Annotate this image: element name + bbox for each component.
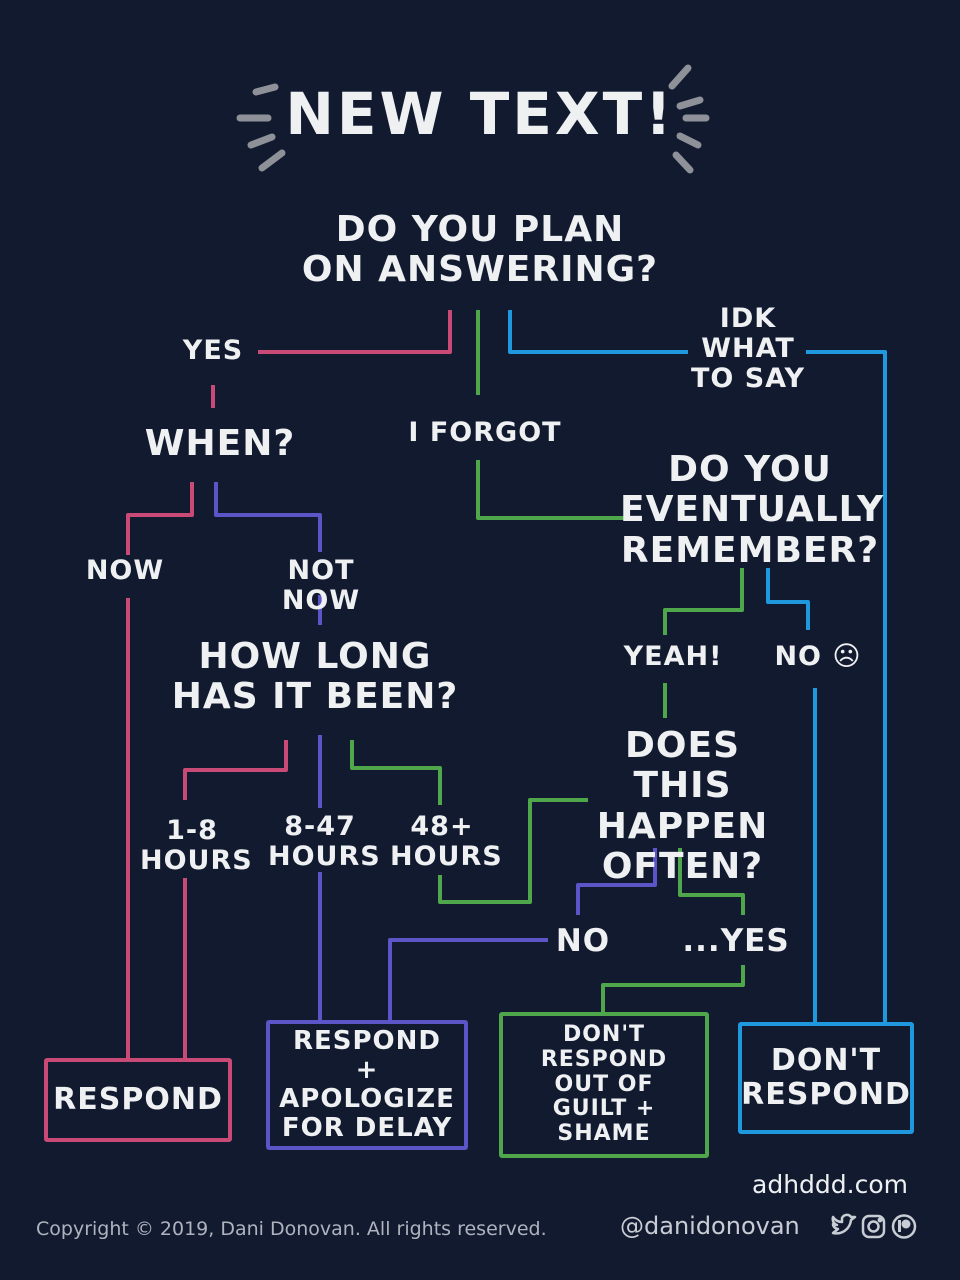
no-to-apologize-connector bbox=[388, 938, 548, 1020]
idk-to-dont-respond-connector bbox=[806, 350, 887, 1022]
yes-connector bbox=[258, 310, 452, 354]
question-how-long: HOW LONG HAS IT BEEN? bbox=[171, 636, 459, 718]
yeah-connector bbox=[663, 568, 744, 635]
instagram-icon bbox=[861, 1214, 886, 1239]
copyright-notice: Copyright © 2019, Dani Donovan. All righ… bbox=[36, 1218, 547, 1240]
answer-now: NOW bbox=[85, 555, 165, 586]
answer-no-sad: NO ☹ bbox=[774, 641, 862, 672]
social-handle[interactable]: @danidonovan bbox=[620, 1212, 800, 1240]
website-link[interactable]: adhddd.com bbox=[752, 1170, 908, 1199]
question-happen-often: DOES THIS HAPPEN OFTEN? bbox=[596, 725, 769, 887]
forty-eight-connector bbox=[350, 740, 442, 805]
outcome-dont-respond: DON'T RESPOND bbox=[738, 1022, 914, 1134]
question-when: WHEN? bbox=[144, 423, 296, 464]
answer-not-now: NOT NOW bbox=[281, 555, 361, 617]
often-yes-connector bbox=[678, 848, 745, 915]
page-title: NEW TEXT! bbox=[285, 80, 675, 148]
outcome-respond-apologize: RESPOND + APOLOGIZE FOR DELAY bbox=[266, 1020, 468, 1150]
not-now-connector bbox=[214, 482, 322, 552]
answer-idk-what-to-say: IDK WHAT TO SAY bbox=[690, 303, 806, 395]
patreon-icon bbox=[891, 1214, 917, 1239]
question-plan-on-answering: DO YOU PLAN ON ANSWERING? bbox=[301, 209, 659, 291]
outcome-dont-respond-guilt-shame: DON'T RESPOND OUT OF GUILT + SHAME bbox=[499, 1012, 709, 1158]
idk-connector bbox=[508, 310, 688, 354]
answer-no: NO bbox=[555, 923, 611, 959]
forty-eight-to-often-connector bbox=[438, 798, 588, 904]
now-connector bbox=[126, 482, 194, 555]
one-to-eight-connector bbox=[183, 740, 288, 800]
yes-to-shame-connector bbox=[601, 965, 745, 1012]
answer-48-plus-hours: 48+ HOURS bbox=[390, 811, 503, 873]
title-burst-marks bbox=[236, 64, 710, 174]
often-no-connector bbox=[576, 848, 657, 915]
answer-8-47-hours: 8-47 HOURS bbox=[268, 811, 381, 873]
outcome-respond: RESPOND bbox=[44, 1058, 232, 1142]
forgot-to-remember-connector bbox=[476, 460, 632, 520]
twitter-icon bbox=[831, 1213, 857, 1235]
answer-ellipsis-yes: ...YES bbox=[682, 923, 790, 959]
social-icons bbox=[831, 1213, 917, 1239]
no-sad-connector bbox=[766, 568, 810, 630]
answer-i-forgot: I FORGOT bbox=[408, 417, 562, 448]
question-eventually-remember: DO YOU EVENTUALLY REMEMBER? bbox=[620, 449, 885, 571]
answer-yes: YES bbox=[182, 335, 244, 366]
answer-yeah: YEAH! bbox=[623, 641, 723, 672]
answer-1-8-hours: 1-8 HOURS bbox=[140, 815, 253, 877]
